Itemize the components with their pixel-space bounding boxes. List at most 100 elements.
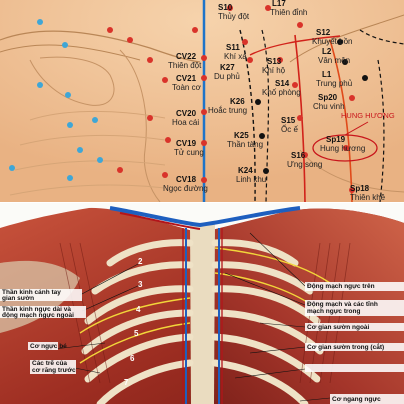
rib-number: 4 [136, 305, 141, 314]
acupoint-dot [255, 99, 261, 105]
acupoint-dot [265, 5, 271, 11]
point-code: CV18 [176, 175, 197, 184]
point-name: Khí xá [224, 52, 247, 61]
acupoint-chest-chart: S10 Thủy đột L17 Thiên đỉnh S12 Khuyết b… [0, 0, 404, 202]
point-code: L2 [322, 47, 332, 56]
acupoint-dot [92, 117, 98, 123]
point-name: Thiên khê [350, 193, 386, 202]
anatomy-label: Động mạch và các tĩnh [307, 301, 378, 308]
point-name: Hoắc trung [208, 106, 248, 115]
acupoint-dot [65, 92, 71, 98]
point-name: Ngọc đường [163, 184, 208, 193]
anatomy-label: Cơ ngực bé [30, 343, 67, 350]
point-name: Ốc ế [281, 125, 298, 134]
acupoint-dot [37, 82, 43, 88]
acupoint-dot [67, 122, 73, 128]
point-name: Thần tàng [227, 140, 264, 149]
acupoint-dot [277, 57, 283, 63]
acupoint-dot [259, 133, 265, 139]
point-code: S14 [275, 79, 290, 88]
point-name: Tử cung [174, 148, 204, 157]
point-name: Khí hộ [262, 66, 286, 75]
acupoint-dot [37, 19, 43, 25]
acupoint-dot [201, 109, 207, 115]
point-code: S11 [226, 43, 240, 52]
rib-number: 5 [134, 329, 139, 338]
point-name: Khố phòng [262, 88, 301, 97]
anatomy-label: Thần kinh cánh tay [2, 289, 61, 296]
acupoint-dot [192, 27, 198, 33]
point-code: S16 [291, 151, 306, 160]
rib-number: 7 [124, 378, 129, 387]
point-name: Hoa cái [172, 118, 200, 127]
acupoint-dot [201, 55, 207, 61]
acupoint-dot [263, 168, 269, 174]
anatomy-label: Cơ ngang ngực [332, 396, 381, 403]
point-code: Sp18 [350, 184, 370, 193]
acupoint-dot [349, 95, 355, 101]
acupoint-dot [337, 39, 343, 45]
point-code: K26 [230, 97, 245, 106]
acupoint-dot [227, 5, 233, 11]
point-code: CV21 [176, 74, 197, 83]
point-code: L17 [272, 0, 286, 8]
acupoint-dot [349, 187, 355, 193]
point-code: Sp20 [318, 93, 338, 102]
acupoint-dot [127, 37, 133, 43]
anatomy-label: mạch ngực trong [307, 308, 361, 315]
acupoint-dot [247, 57, 253, 63]
point-code: CV19 [176, 139, 197, 148]
acupoint-dot [117, 167, 123, 173]
point-name: Chu vinh [313, 102, 345, 111]
point-code: Sp19 [326, 135, 346, 144]
thorax-muscle-drawing [0, 203, 404, 404]
point-name: Linh khu [236, 175, 267, 184]
anatomy-label: cơ răng trước [32, 367, 76, 374]
acupoint-dot [147, 57, 153, 63]
acupoint-dot [97, 157, 103, 163]
rib-number: 6 [130, 354, 135, 363]
point-code: CV20 [176, 109, 197, 118]
point-code: S12 [316, 28, 331, 37]
point-code: K24 [238, 166, 253, 175]
point-code: L1 [322, 70, 332, 79]
anatomy-label: Động mạch ngực trên [307, 283, 375, 290]
point-code: K27 [220, 63, 235, 72]
point-name: Thiên đột [168, 61, 202, 70]
point-name: Trung phủ [316, 79, 353, 88]
acupoint-dot [107, 27, 113, 33]
acupoint-dot [297, 115, 303, 121]
acupoint-dot [242, 39, 248, 45]
point-name: Ưng song [287, 160, 323, 169]
point-code: S13 [267, 57, 282, 66]
anatomy-label: động mạch ngực ngoài [2, 312, 74, 319]
highlight-label: HUNG HƯƠNG [341, 111, 395, 120]
acupoint-dot [201, 140, 207, 146]
rib-number: 2 [138, 257, 143, 266]
point-code: K25 [234, 131, 249, 140]
point-code: S15 [281, 116, 296, 125]
rib-number: 3 [138, 280, 143, 289]
point-name: Khuyết bồn [312, 37, 353, 46]
acupoint-dot [297, 22, 303, 28]
acupoint-dot [62, 42, 68, 48]
anatomy-label: Các trẽ của [32, 360, 68, 367]
acupoint-dot [343, 145, 349, 151]
point-name: Vân môn [318, 56, 351, 65]
acupoint-dot [9, 165, 15, 171]
point-code: S10 [218, 3, 233, 12]
acupoint-dot [165, 137, 171, 143]
point-name: Du phủ [214, 72, 240, 81]
anatomy-label: Thần kinh ngực dài và [2, 306, 71, 313]
acupoint-dot [162, 172, 168, 178]
acupoint-dot [67, 175, 73, 181]
acupoint-dot [162, 77, 168, 83]
acupoint-dot [302, 152, 308, 158]
acupoint-dot [147, 115, 153, 121]
anatomy-label: gian sườn [2, 295, 35, 302]
point-code: CV22 [176, 52, 197, 61]
acupoint-dot [362, 75, 368, 81]
anatomy-label: Cơ gian sườn ngoài [307, 324, 370, 331]
acupoint-dot [342, 59, 348, 65]
